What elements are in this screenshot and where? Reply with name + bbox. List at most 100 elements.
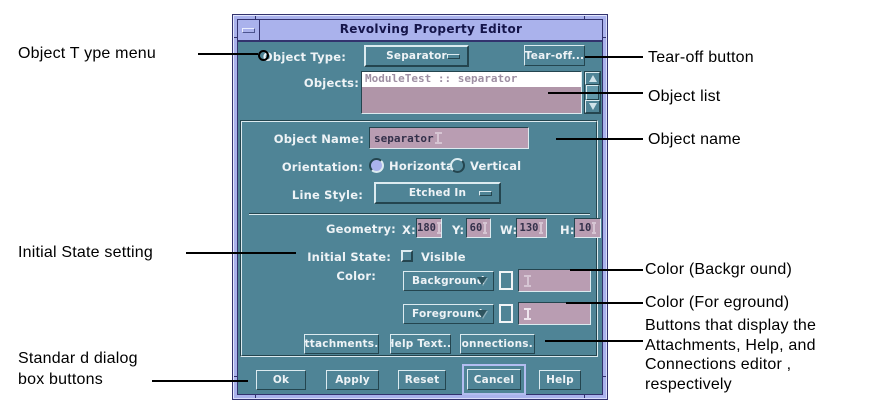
radio-vertical[interactable]: Vertical: [450, 158, 521, 173]
object-name-value: separator: [374, 131, 434, 145]
geometry-y-label: Y:: [452, 223, 465, 237]
tear-off-button[interactable]: Tear-off...: [524, 45, 585, 66]
resize-handle-notch: [584, 394, 585, 398]
callout-object-name: Object name: [648, 131, 741, 148]
window-title: Revolving Property Editor: [339, 22, 523, 36]
resize-handle-notch: [234, 376, 238, 377]
callout-object-list: Object list: [648, 88, 721, 105]
background-dropdown-value: Background: [412, 275, 485, 287]
objects-label: Objects:: [303, 76, 359, 90]
chevron-down-icon: [477, 310, 487, 318]
cancel-button[interactable]: Cancel: [467, 369, 521, 390]
callout-line: [152, 380, 248, 382]
text-cursor: [592, 222, 597, 234]
geometry-w-value: 130: [519, 222, 539, 234]
list-item-selected[interactable]: ModuleTest :: separator: [362, 72, 581, 87]
geometry-label: Geometry:: [326, 222, 396, 236]
callout-color-foreground: Color (For eground): [645, 294, 790, 311]
objects-list[interactable]: ModuleTest :: separator: [361, 71, 582, 114]
attachments-button[interactable]: Attachments...: [304, 334, 379, 354]
geometry-w-field[interactable]: 130: [516, 218, 547, 238]
properties-panel: [240, 120, 598, 357]
ok-button[interactable]: Ok: [256, 370, 306, 390]
text-cursor: [524, 307, 531, 320]
foreground-color-field[interactable]: [518, 302, 591, 325]
reset-button[interactable]: Reset: [398, 370, 446, 390]
initial-state-label: Initial State:: [307, 250, 391, 264]
orientation-label: Orientation:: [281, 160, 363, 174]
object-type-label: Object Type:: [262, 50, 346, 64]
foreground-color-swatch[interactable]: [499, 304, 513, 323]
visible-checkbox[interactable]: [401, 250, 413, 262]
geometry-w-label: W:: [500, 223, 518, 237]
visible-label: Visible: [421, 250, 466, 264]
property-editor-window: Revolving Property Editor Object Type: S…: [232, 14, 608, 400]
geometry-x-label: X:: [402, 223, 416, 237]
scroll-up-button[interactable]: [585, 72, 600, 85]
geometry-y-value: 60: [469, 222, 483, 234]
radio-selected-icon: [369, 158, 384, 173]
resize-handle-notch: [234, 37, 238, 38]
callout-line: [566, 302, 643, 304]
dialog-body: Object Type: Separator Tear-off... Objec…: [237, 41, 603, 395]
line-style-value: Etched In: [408, 187, 467, 199]
radio-horizontal-label: Horizontal: [389, 158, 459, 173]
callout-line: [556, 138, 643, 140]
resize-handle-notch: [602, 376, 606, 377]
geometry-y-field[interactable]: 60: [466, 218, 491, 238]
text-cursor: [524, 274, 531, 287]
geometry-h-field[interactable]: 10: [574, 218, 601, 238]
text-cursor: [539, 222, 544, 234]
help-text-button[interactable]: Help Text...: [390, 334, 451, 354]
callout-line-endpoint: [258, 50, 269, 61]
default-button-ring: Cancel: [462, 364, 526, 395]
line-style-menu[interactable]: Etched In: [374, 182, 501, 204]
callout-line: [545, 340, 643, 342]
window-menu-button[interactable]: [238, 20, 260, 40]
help-button[interactable]: Help: [539, 370, 581, 390]
text-cursor: [436, 222, 441, 234]
geometry-x-value: 180: [417, 222, 436, 234]
callout-editor-buttons: Buttons that display the Attachments, He…: [645, 317, 817, 393]
text-cursor: [483, 222, 488, 234]
color-label: Color:: [336, 269, 376, 283]
radio-unselected-icon: [450, 158, 465, 173]
radio-vertical-label: Vertical: [470, 158, 522, 173]
connections-button[interactable]: Connections...: [460, 334, 535, 354]
foreground-color-dropdown[interactable]: Foreground: [403, 304, 494, 324]
callout-initial-state: Initial State setting: [18, 244, 153, 261]
callout-line: [186, 252, 296, 254]
panel-bevel: [241, 121, 597, 356]
chevron-down-icon: [477, 277, 487, 285]
background-color-dropdown[interactable]: Background: [403, 271, 494, 291]
callout-line: [198, 53, 258, 55]
resize-handle-notch: [255, 394, 256, 398]
scroll-down-button[interactable]: [585, 100, 600, 113]
resize-handle-notch: [584, 16, 585, 20]
object-name-field[interactable]: separator: [369, 127, 529, 149]
callout-standard-buttons: Standar d dialog box buttons: [18, 350, 138, 388]
arrow-up-icon: [588, 75, 597, 82]
background-color-field[interactable]: [518, 269, 591, 292]
option-menu-indicator-icon: [479, 191, 492, 196]
apply-button[interactable]: Apply: [326, 370, 379, 390]
geometry-h-value: 10: [578, 222, 592, 234]
callout-tear-off: Tear-off button: [648, 49, 754, 66]
callout-line: [585, 56, 643, 58]
option-menu-indicator-icon: [447, 54, 460, 59]
radio-horizontal[interactable]: Horizontal: [369, 158, 458, 173]
text-cursor: [434, 132, 442, 144]
callout-line: [548, 92, 643, 94]
object-name-label: Object Name:: [273, 132, 364, 146]
object-type-menu[interactable]: Separator: [364, 45, 469, 67]
callout-line: [570, 269, 643, 271]
separator-line: [249, 213, 590, 215]
window-menu-icon: [242, 28, 255, 33]
geometry-x-field[interactable]: 180: [416, 218, 442, 238]
geometry-h-label: H:: [560, 223, 575, 237]
background-color-swatch[interactable]: [499, 271, 513, 290]
titlebar[interactable]: Revolving Property Editor: [237, 19, 603, 41]
resize-handle-notch: [602, 37, 606, 38]
resize-handle-notch: [255, 16, 256, 20]
